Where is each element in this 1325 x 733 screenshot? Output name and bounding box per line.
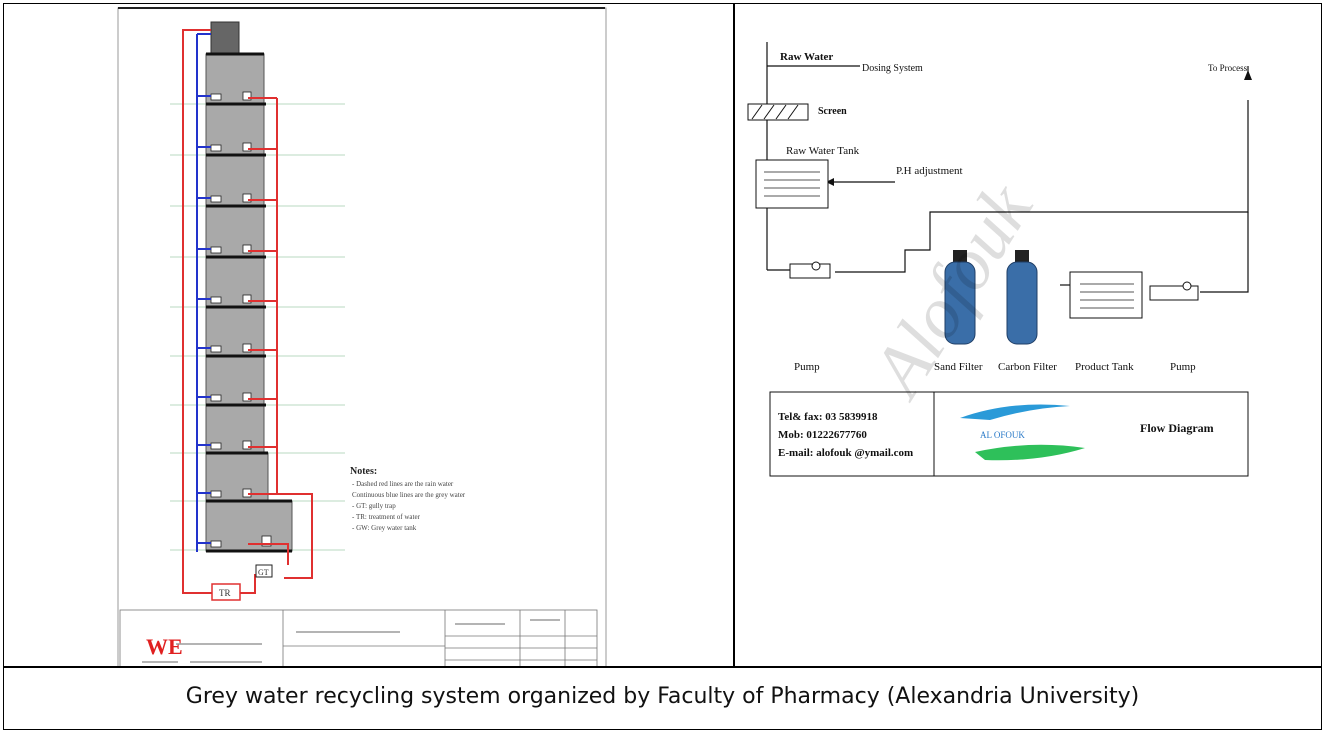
screen-symbol (747, 103, 809, 121)
raw-water-tank-label: Raw Water Tank (786, 145, 860, 157)
pump-right-symbol (1149, 281, 1199, 301)
notes-line-2: Continuous blue lines are the grey water (352, 491, 466, 499)
gully-trap-label: GT (258, 568, 269, 577)
raw-tank-lines (764, 171, 820, 197)
title-block (119, 609, 598, 666)
dosing-system-label: Dosing System (862, 63, 923, 74)
notes-line-5: - GW: Grey water tank (352, 524, 417, 532)
info-block-frame (769, 391, 1249, 477)
pump-right-label: Pump (1170, 361, 1196, 373)
company-logo (960, 404, 1085, 461)
company-logo-text: AL OFOUK (980, 430, 1025, 440)
screen-label: Screen (818, 106, 847, 117)
to-process-label: To Process (1208, 63, 1248, 73)
raw-water-label: Raw Water (780, 51, 833, 63)
flow-diagram-title: Flow Diagram (1140, 421, 1214, 435)
screen-hatching (751, 104, 799, 120)
treatment-label: TR (219, 588, 231, 598)
pump-left-label: Pump (794, 361, 820, 373)
we-logo: WE (146, 634, 183, 659)
contact-tel: Tel& fax: 03 5839918 (778, 411, 878, 423)
product-tank-lines (1080, 283, 1134, 309)
process-lines (766, 42, 1249, 293)
contact-mob: Mob: 01222677760 (778, 429, 867, 441)
outer-frame (3, 3, 1322, 730)
pump-left-symbol (789, 261, 831, 279)
carbon-filter-vessel (1006, 250, 1038, 345)
product-tank (1069, 271, 1143, 319)
carbon-filter-label: Carbon Filter (998, 361, 1057, 373)
treatment-box (211, 583, 241, 601)
panel-divider (733, 3, 735, 668)
building-section-drawing: TR GT Notes: - Dashed red lines are the … (117, 7, 607, 666)
sand-filter-label: Sand Filter (934, 361, 983, 373)
contact-email: E-mail: alofouk @ymail.com (778, 447, 913, 459)
drawing-sheet (117, 7, 607, 666)
flow-diagram-drawing: Raw Water Dosing System To Process Scree… (747, 42, 1252, 477)
notes-line-1: - Dashed red lines are the rain water (352, 480, 454, 488)
arrow-ph (826, 178, 834, 186)
product-tank-label: Product Tank (1075, 361, 1134, 373)
notes-title: Notes: (350, 466, 377, 477)
grey-water-pipes (196, 33, 211, 552)
raw-water-tank (755, 159, 829, 209)
notes-line-3: - GT: gully trap (352, 502, 396, 510)
gully-trap-box (255, 564, 273, 578)
title-block-scribble (142, 619, 560, 663)
figure-caption: Grey water recycling system organized by… (185, 684, 1140, 709)
notes-line-4: - TR: treatment of water (352, 513, 421, 521)
caption-divider (3, 666, 1322, 668)
floor-slabs (206, 52, 292, 553)
sand-filter-vessel (944, 250, 976, 345)
ph-adjustment-label: P.H adjustment (896, 165, 963, 177)
arrow-to-process (1244, 70, 1252, 80)
fixtures (210, 91, 272, 548)
